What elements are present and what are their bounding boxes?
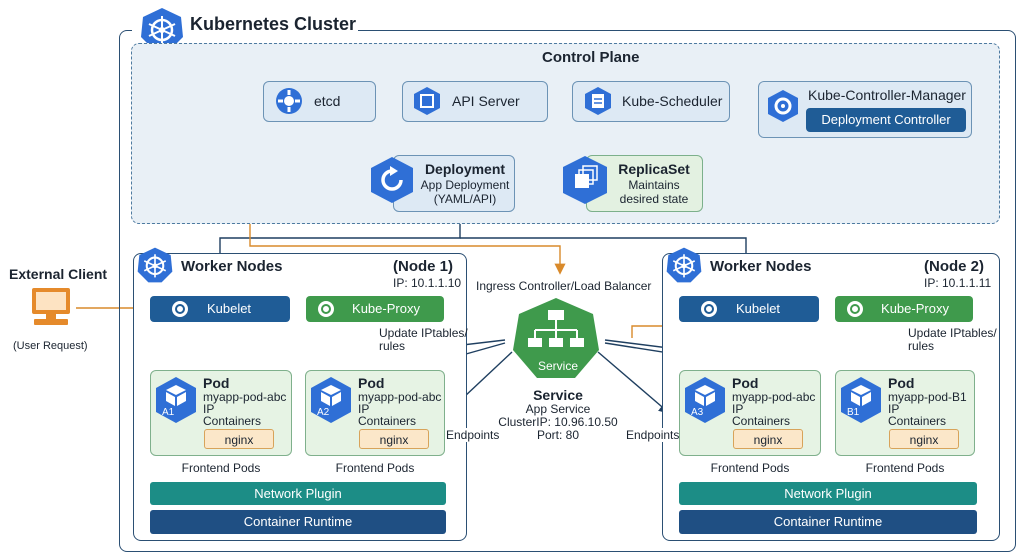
- node1-title: Worker Nodes: [179, 258, 285, 275]
- deployment-controller[interactable]: Deployment Controller: [806, 108, 966, 132]
- deployment-line1: App Deployment: [420, 178, 510, 192]
- pod-a1-name: myapp-pod-abc: [203, 390, 287, 404]
- pod-a3-containers: Containers: [732, 414, 791, 428]
- pod-a3-container[interactable]: nginx: [733, 429, 803, 449]
- cube-icon: [685, 377, 725, 423]
- kubernetes-helm-icon: [137, 247, 173, 283]
- node1-network-plugin[interactable]: Network Plugin: [150, 482, 446, 505]
- external-client-title: External Client: [9, 266, 108, 282]
- deployment-box[interactable]: [393, 155, 515, 212]
- pod-a1-title: Pod: [203, 375, 230, 391]
- gear-icon: [276, 88, 302, 114]
- node1-ip: IP: 10.1.1.10: [393, 276, 462, 290]
- pod-a3-footer: Frontend Pods: [710, 461, 790, 475]
- pod-a2-footer: Frontend Pods: [335, 461, 415, 475]
- external-client-sub: (User Request): [13, 340, 88, 352]
- pod-a3-id: A3: [691, 407, 704, 418]
- replicaset-line2: desired state: [619, 192, 689, 206]
- pod-b1-container[interactable]: nginx: [889, 429, 959, 449]
- kubernetes-helm-icon: [847, 301, 863, 317]
- node2-update-note: Update IPtables/ rules: [908, 326, 997, 353]
- refresh-icon: [371, 157, 413, 203]
- kubernetes-cluster: [119, 30, 1016, 552]
- pod-a1-footer: Frontend Pods: [181, 461, 261, 475]
- pod-a1-containers: Containers: [203, 414, 262, 428]
- service-cluster-ip: ClusterIP: 10.96.10.50: [498, 415, 618, 429]
- node2-ip: IP: 10.1.1.11: [924, 276, 992, 290]
- node2-title: Worker Nodes: [708, 258, 814, 275]
- node1-container-runtime[interactable]: Container Runtime: [150, 510, 446, 534]
- cube-icon: [156, 377, 196, 423]
- pod-b1-title: Pod: [888, 375, 915, 391]
- pod-a3-title: Pod: [732, 375, 759, 391]
- pod-a2-container[interactable]: nginx: [359, 429, 429, 449]
- service-line1: App Service: [525, 402, 591, 416]
- pod-a2-ip: IP: [358, 402, 370, 416]
- pod-b1-footer: Frontend Pods: [865, 461, 945, 475]
- scheduler-label: Kube-Scheduler: [622, 93, 723, 109]
- control-plane-title: Control Plane: [542, 49, 640, 66]
- node2-endpoints: Endpoints: [626, 428, 680, 442]
- cluster-title: Kubernetes Cluster: [190, 14, 357, 34]
- node1-endpoints: Endpoints: [446, 428, 500, 442]
- kubernetes-helm-icon: [701, 301, 717, 317]
- etcd-label: etcd: [314, 93, 341, 109]
- service-title: Service: [533, 387, 583, 403]
- pod-b1-name: myapp-pod-B1: [888, 390, 967, 404]
- calendar-icon: [585, 87, 611, 115]
- ingress-label: Ingress Controller/Load Balancer: [476, 279, 652, 293]
- pod-a3-ip: IP: [732, 402, 744, 416]
- pod-a1-id: A1: [162, 407, 175, 418]
- node1-update-note: Update IPtables/ rules: [379, 326, 468, 353]
- pod-a2-id: A2: [317, 407, 330, 418]
- node1-label: (Node 1): [393, 258, 453, 275]
- stack-icon: [563, 156, 607, 204]
- service-port: Port: 80: [536, 428, 580, 442]
- pod-a2-title: Pod: [358, 375, 385, 391]
- pod-b1-containers: Containers: [888, 414, 947, 428]
- service-badge: Service: [537, 359, 578, 373]
- kubernetes-helm-icon: [666, 247, 702, 283]
- pod-b1-id: B1: [847, 407, 860, 418]
- node2-network-plugin[interactable]: Network Plugin: [679, 482, 977, 505]
- monitor-icon[interactable]: [28, 285, 74, 331]
- replicaset-line1: Maintains: [628, 178, 680, 192]
- controller-manager-label: Kube-Controller-Manager: [808, 87, 966, 103]
- pod-a3-name: myapp-pod-abc: [732, 390, 816, 404]
- node2-label: (Node 2): [924, 258, 984, 275]
- pod-b1-ip: IP: [888, 402, 900, 416]
- kubernetes-helm-icon: [318, 301, 334, 317]
- replicaset-title: ReplicaSet: [618, 161, 690, 177]
- api-server-label: API Server: [452, 93, 520, 109]
- cube-icon: [311, 377, 351, 423]
- node2-container-runtime[interactable]: Container Runtime: [679, 510, 977, 534]
- deployment-line2: (YAML/API): [433, 192, 497, 206]
- kubernetes-helm-icon: [172, 301, 188, 317]
- pod-a1-container[interactable]: nginx: [204, 429, 274, 449]
- kubernetes-helm-icon: [141, 8, 183, 50]
- pod-a1-ip: IP: [203, 402, 215, 416]
- deployment-title: Deployment: [424, 161, 506, 177]
- pod-a2-name: myapp-pod-abc: [358, 390, 442, 404]
- network-icon[interactable]: [511, 296, 601, 382]
- pod-a2-containers: Containers: [358, 414, 417, 428]
- chip-icon: [414, 87, 440, 115]
- cube-icon: [841, 377, 881, 423]
- gear-icon: [768, 90, 798, 122]
